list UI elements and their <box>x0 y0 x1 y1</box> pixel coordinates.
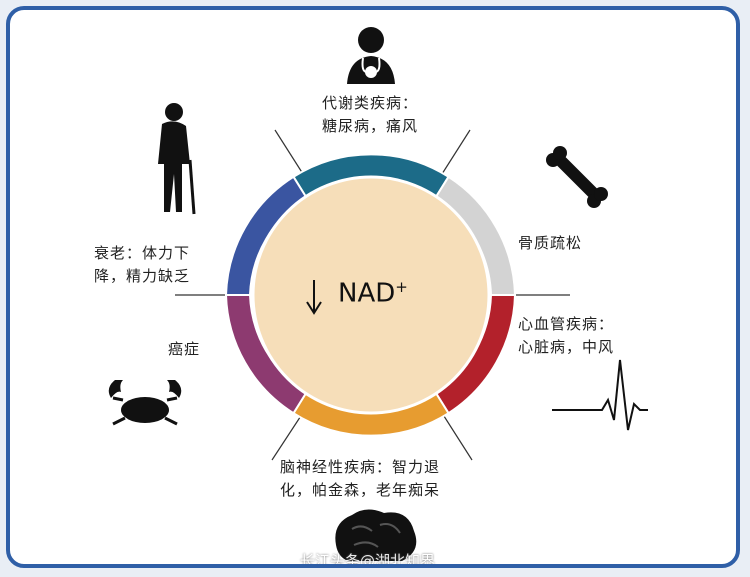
label-cardio-line2: 心脏病，中风 <box>518 338 615 356</box>
nad-ring-diagram <box>108 27 648 561</box>
inner-circle <box>251 175 491 415</box>
label-neuro-line2: 化，帕金森，老年痴呆 <box>280 481 441 499</box>
ecg-icon <box>552 359 648 431</box>
label-aging-line2: 降，精力缺乏 <box>94 267 191 285</box>
label-cancer: 癌症 <box>168 338 200 361</box>
label-cancer-line1: 癌症 <box>168 340 201 358</box>
label-cardio: 心血管疾病： 心脏病，中风 <box>518 313 614 359</box>
doctor-icon <box>347 27 395 84</box>
nad-text: NAD <box>338 278 396 309</box>
label-metabolic: 代谢类疾病： 糖尿病，痛风 <box>322 92 418 138</box>
crab-icon <box>108 380 182 426</box>
elderly-person-icon <box>158 103 196 215</box>
label-metabolic-line1: 代谢类疾病： <box>322 94 419 112</box>
label-aging: 衰老：体力下 降，精力缺乏 <box>94 242 190 288</box>
label-bone: 骨质疏松 <box>518 232 582 255</box>
label-aging-line1: 衰老：体力下 <box>94 244 191 262</box>
bone-icon <box>546 146 608 208</box>
label-metabolic-line2: 糖尿病，痛风 <box>322 117 419 135</box>
nad-label: NAD+ <box>338 278 408 309</box>
label-cardio-line1: 心血管疾病： <box>518 315 615 333</box>
segment-aging <box>224 175 308 296</box>
watermark: 长江头条@湖北知界 <box>300 552 436 568</box>
brain-icon <box>335 509 417 561</box>
decrease-arrow-head <box>306 301 322 315</box>
nad-superscript: + <box>395 278 408 296</box>
diagram-frame: NAD+ 代谢类疾病： 糖尿病，痛风 骨质疏松 心血管疾病： 心脏病，中风 脑神… <box>6 6 740 568</box>
label-neuro-line1: 脑神经性疾病：智力退 <box>280 458 441 476</box>
label-neuro: 脑神经性疾病：智力退 化，帕金森，老年痴呆 <box>280 456 440 502</box>
label-bone-line1: 骨质疏松 <box>518 234 583 252</box>
